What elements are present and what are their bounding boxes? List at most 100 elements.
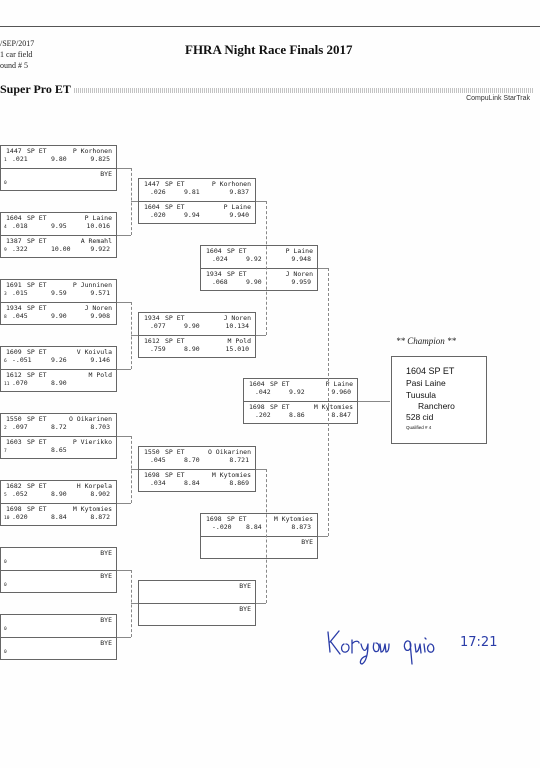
dial-in: 8.65 xyxy=(51,446,67,454)
car-number: 1604 xyxy=(206,247,222,255)
driver-name: BYE xyxy=(100,639,112,647)
connector xyxy=(256,201,266,202)
reaction-time: .045 xyxy=(12,312,28,320)
reaction-time: .018 xyxy=(12,222,28,230)
elapsed-time: 9.908 xyxy=(90,312,110,320)
connector xyxy=(117,503,131,504)
dial-in: 9.90 xyxy=(184,322,200,330)
connector xyxy=(358,401,390,402)
divider xyxy=(1,369,116,370)
lane-number: 11 xyxy=(4,382,10,387)
reaction-time: .020 xyxy=(150,211,166,219)
driver-name: O Oikarinen xyxy=(68,415,112,423)
dial-in: 9.90 xyxy=(246,278,262,286)
car-class: SP ET xyxy=(165,471,185,479)
car-class: SP ET xyxy=(27,147,47,155)
driver-name: P Vierikko xyxy=(72,438,112,446)
divider xyxy=(1,302,116,303)
driver-name: BYE xyxy=(239,582,251,590)
connector xyxy=(256,603,266,604)
divider xyxy=(1,503,116,504)
car-number: 1609 xyxy=(6,348,22,356)
car-class: SP ET xyxy=(27,505,47,513)
driver-name: P Junninen xyxy=(72,281,112,289)
reaction-time: .322 xyxy=(12,245,28,253)
connector xyxy=(131,603,138,604)
reaction-time: .052 xyxy=(12,490,28,498)
class-name: Super Pro ET xyxy=(0,82,71,96)
car-number: 1612 xyxy=(144,337,160,345)
car-number: 1698 xyxy=(144,471,160,479)
connector xyxy=(266,201,267,335)
connector xyxy=(117,570,131,571)
reaction-time: .015 xyxy=(12,289,28,297)
connector xyxy=(117,637,131,638)
connector xyxy=(117,235,131,236)
divider xyxy=(201,536,317,537)
elapsed-time: 9.948 xyxy=(291,255,311,263)
reaction-time: -.051 xyxy=(12,356,32,364)
elapsed-time: 15.010 xyxy=(225,345,249,353)
elapsed-time: 9.959 xyxy=(291,278,311,286)
lane-number: 9 xyxy=(4,248,7,253)
car-number: 1550 xyxy=(144,448,160,456)
reaction-time: .077 xyxy=(150,322,166,330)
signature-time: 17:21 xyxy=(460,635,497,650)
elapsed-time: 9.922 xyxy=(90,245,110,253)
car-number: 1934 xyxy=(6,304,22,312)
dial-in: 8.70 xyxy=(184,456,200,464)
car-number: 1698 xyxy=(206,515,222,523)
driver-name: O Oikarinen xyxy=(207,448,251,456)
car-number: 1934 xyxy=(206,270,222,278)
reaction-time: .042 xyxy=(255,388,271,396)
connector xyxy=(318,536,328,537)
dial-in: 9.95 xyxy=(51,222,67,230)
reaction-time: .045 xyxy=(150,456,166,464)
driver-name: A Remahl xyxy=(80,237,112,245)
lane-number: 0 xyxy=(4,560,7,565)
connector xyxy=(256,335,266,336)
driver-name: BYE xyxy=(100,616,112,624)
dial-in: 8.90 xyxy=(51,379,67,387)
car-number: 1387 xyxy=(6,237,22,245)
car-number: 1447 xyxy=(6,147,22,155)
lane-number: 0 xyxy=(4,627,7,632)
reaction-time: .026 xyxy=(150,188,166,196)
champion-label: ** Champion ** xyxy=(396,336,457,346)
connector xyxy=(266,469,267,603)
lane-number: 5 xyxy=(4,493,7,498)
divider xyxy=(1,235,116,236)
elapsed-time: 10.134 xyxy=(225,322,249,330)
dial-in: 8.86 xyxy=(289,411,305,419)
divider xyxy=(139,201,255,202)
champion-qualified: Qualified # 4 xyxy=(406,425,432,430)
connector xyxy=(117,436,131,437)
reaction-time: .034 xyxy=(150,479,166,487)
lane-number: 6 xyxy=(4,359,7,364)
lane-number: 0 xyxy=(4,181,7,186)
elapsed-time: 8.703 xyxy=(90,423,110,431)
divider xyxy=(1,637,116,638)
driver-name: P Laine xyxy=(285,247,313,255)
driver-name: BYE xyxy=(301,538,313,546)
dial-in: 9.80 xyxy=(51,155,67,163)
car-number: 1698 xyxy=(249,403,265,411)
driver-name: M Pold xyxy=(88,371,112,379)
champion-number-class: 1604 SP ET xyxy=(406,366,455,376)
car-number: 1682 xyxy=(6,482,22,490)
dial-in: 9.94 xyxy=(184,211,200,219)
car-class: SP ET xyxy=(27,304,47,312)
car-class: SP ET xyxy=(165,180,185,188)
car-class: SP ET xyxy=(165,314,185,322)
connector xyxy=(318,268,328,269)
champion-box: 1604 SP ET Pasi Laine Tuusula Ranchero 5… xyxy=(391,356,487,444)
